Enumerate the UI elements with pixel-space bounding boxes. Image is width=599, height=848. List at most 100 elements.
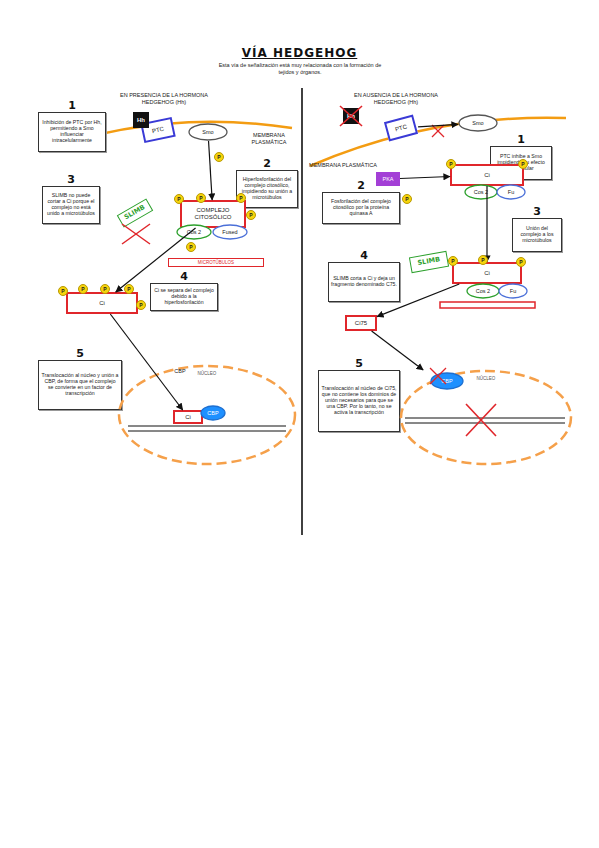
- node-text: Hh: [137, 117, 145, 124]
- callout-number: 2: [237, 158, 297, 171]
- node-text: Ci se separa del complejo debido a la hi…: [153, 288, 215, 306]
- step-box: 2Fosforilación del complejo citosólico p…: [322, 192, 400, 224]
- title: VÍA HEDGEHOG: [0, 46, 599, 60]
- shape-outline: [400, 370, 572, 465]
- column-heading: EN PRESENCIA DE LA HORMONA HEDGEHOG (Hh): [108, 92, 220, 105]
- callout-number: 3: [43, 174, 99, 187]
- divider-line: [301, 88, 303, 535]
- node-text: Hh: [347, 113, 355, 120]
- node-text: Translocación al núcleo de Ci75, que no …: [321, 386, 397, 416]
- node-text: Unión del complejo a los microtúbulos: [515, 226, 559, 244]
- node-text: SLIMB: [123, 204, 146, 222]
- protein-box: SLIMB: [117, 198, 153, 227]
- protein-oval: Cos 2: [466, 283, 500, 299]
- complex-box: COMPLEJO CITOSÓLICO: [180, 200, 246, 228]
- node-text: Cos 2: [474, 189, 488, 195]
- protein-box: Ci: [66, 292, 138, 314]
- nucleus-ellipse: NÚCLEOCBP: [400, 370, 572, 465]
- node-text: PTC: [151, 125, 164, 134]
- callout-number: 2: [323, 180, 399, 193]
- phosphate-mark: P: [402, 194, 412, 204]
- protein-box: SLIMB: [409, 251, 449, 273]
- node-text: Cos 2: [476, 288, 490, 294]
- node-text: PTC: [394, 123, 407, 133]
- node-text: Fu: [508, 189, 514, 195]
- protein-oval: CBP: [200, 405, 226, 421]
- phosphate-mark: P: [124, 284, 134, 294]
- receptor-oval: Smo: [188, 123, 228, 141]
- phosphate-mark: P: [518, 159, 528, 169]
- microtubule-band: [440, 302, 535, 308]
- node-text: Ci75: [355, 320, 367, 327]
- callout-number: 5: [319, 358, 399, 371]
- protein-box: Ci: [173, 410, 203, 424]
- phosphate-mark: P: [136, 300, 146, 310]
- node-text: Translocación al núcleo y unión a CBP, d…: [41, 373, 119, 397]
- nucleus-ellipse: NÚCLEO Ci CBP: [118, 365, 296, 465]
- phosphate-mark: P: [516, 257, 526, 267]
- connector-path: [209, 141, 213, 200]
- receptor-oval: Smo: [458, 114, 498, 132]
- step-box: 5Translocación al núcleo de Ci75, que no…: [318, 370, 400, 432]
- node-text: Hiperfosforilación del complejo citosóli…: [239, 177, 295, 201]
- node-text: Fosforilación del complejo citosólico po…: [325, 199, 397, 217]
- node-text: NÚCLEO: [118, 371, 296, 376]
- phosphate-mark: P: [174, 194, 184, 204]
- phosphate-mark: P: [214, 152, 224, 162]
- node-text: PKA: [382, 176, 393, 182]
- callout-number: 4: [151, 271, 217, 284]
- phosphate-mark: P: [478, 255, 488, 265]
- receptor-box: PTC: [384, 114, 418, 141]
- step-box: 3Unión del complejo a los microtúbulos: [512, 218, 562, 252]
- fragment-box: Ci75: [345, 315, 377, 331]
- node-text: Ci: [484, 172, 490, 179]
- hormone-box: Hh: [343, 108, 359, 124]
- callout-number: 3: [513, 206, 561, 219]
- column-heading: EN AUSENCIA DE LA HORMONA HEDGEHOG (Hh): [340, 92, 452, 105]
- node-text: Smo: [472, 120, 483, 126]
- node-text: Cos 2: [187, 229, 201, 235]
- callout-number: 1: [491, 134, 551, 147]
- phosphate-mark: P: [186, 242, 196, 252]
- callout-number: 5: [39, 348, 121, 361]
- callout-number: 4: [329, 250, 399, 263]
- node-text: Ci: [185, 414, 191, 421]
- inhibition-cross: [466, 404, 496, 436]
- connector-path: [372, 331, 424, 370]
- phosphate-mark: P: [246, 210, 256, 220]
- callout-number: 1: [39, 100, 105, 113]
- inhibition-cross: [432, 125, 444, 137]
- node-text: NÚCLEO: [400, 376, 572, 381]
- connector-path: [400, 176, 450, 178]
- phosphate-mark: P: [78, 284, 88, 294]
- membrane-label: MEMBRANA PLASMÁTICA: [236, 132, 302, 145]
- step-box: 5Translocación al núcleo y unión a CBP, …: [38, 360, 122, 410]
- node-text: Fu: [510, 288, 516, 294]
- node-text: CBP: [441, 378, 452, 384]
- protein-oval: Cos 2: [176, 224, 212, 240]
- microtubule-band: MICROTÚBULOS: [168, 258, 264, 267]
- connector-path: [418, 124, 458, 127]
- node-text: SLIMB corta a Ci y deja un fragmento den…: [331, 276, 397, 288]
- phosphate-mark: P: [236, 193, 246, 203]
- node-text: Inhibición de PTC por Hh, permitiendo a …: [41, 120, 103, 144]
- protein-label: CBP: [170, 368, 190, 375]
- subtitle: Esta vía de señalización está muy relaci…: [218, 62, 382, 75]
- step-box: 3SLIMB no puede cortar a Ci porque el co…: [42, 186, 100, 224]
- step-box: 4SLIMB corta a Ci y deja un fragmento de…: [328, 262, 400, 302]
- protein-oval: Cos 2: [464, 184, 498, 200]
- node-text: Ci: [99, 300, 105, 307]
- connector-arrow: [372, 331, 424, 370]
- inhibition-cross: [340, 106, 362, 126]
- connector-arrow: [400, 176, 450, 178]
- node-text: Fused: [222, 229, 237, 235]
- node-text: SLIMB no puede cortar a Ci porque el com…: [45, 193, 97, 217]
- phosphate-mark: P: [446, 159, 456, 169]
- step-box: 4Ci se separa del complejo debido a la h…: [150, 283, 218, 311]
- membrane-label: MEMBRANA PLASMÁTICA: [308, 162, 378, 169]
- protein-box: Ci: [452, 262, 522, 284]
- node-text: Ci: [484, 270, 490, 277]
- phosphate-mark: P: [448, 256, 458, 266]
- node-text: CBP: [207, 410, 218, 416]
- connector-arrow: [209, 141, 213, 200]
